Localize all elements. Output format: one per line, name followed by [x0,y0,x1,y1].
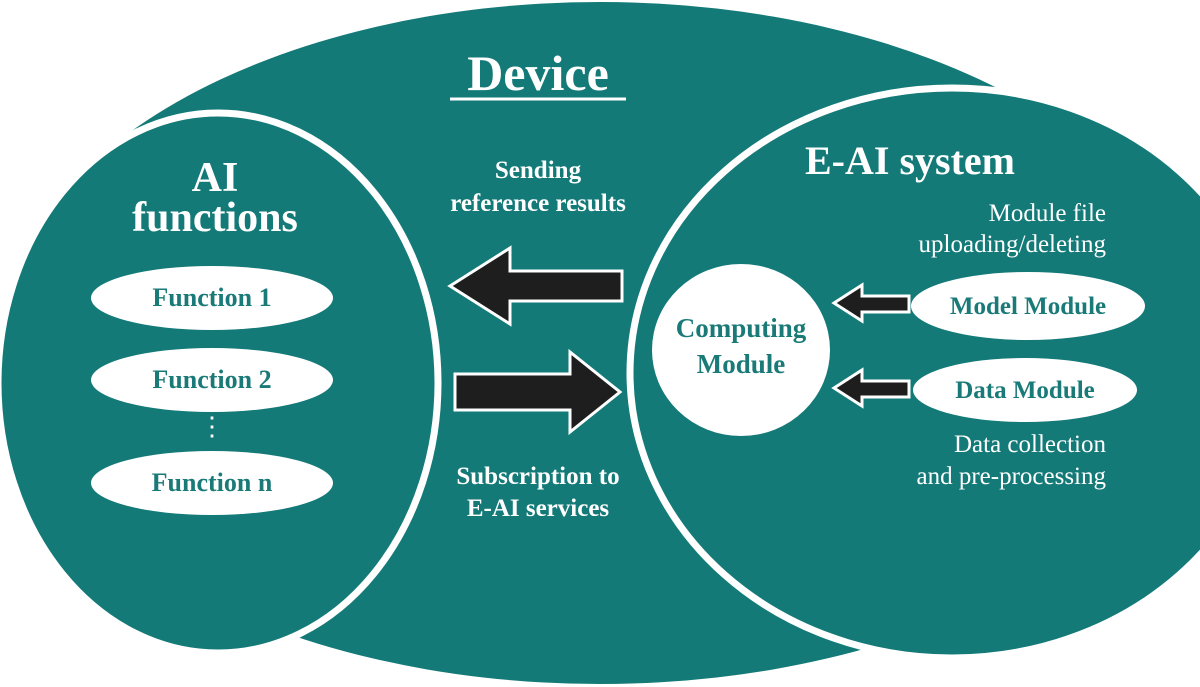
function-1-label: Function 1 [152,283,272,312]
left-arrow-icon [447,245,624,327]
model-module-pill [911,272,1145,340]
function-n-pill [91,451,333,515]
eai-system-title: E-AI system [805,138,1015,183]
computing-module-label-line1: Computing [675,313,807,343]
model-module-label: Model Module [949,293,1107,320]
function-n-label: Function n [151,468,273,497]
function-ellipsis: ⋮ [199,412,225,441]
eai-system-circle [626,84,1200,662]
function-2-label: Function 2 [152,365,272,394]
data-module-label: Data Module [955,377,1095,404]
upload-note-line2: uploading/deleting [918,231,1106,258]
sending-label-line2: reference results [450,190,626,217]
upload-note-line1: Module file [988,200,1106,227]
model-arrow-icon [831,282,911,324]
data-note-line1: Data collection [953,431,1106,458]
data-module-pill [913,358,1137,422]
function-2-pill [91,348,333,412]
right-arrow-icon [453,348,623,436]
ai-functions-title-line2: functions [132,195,298,241]
function-1-pill [91,266,333,330]
computing-module-circle [652,264,830,436]
subscription-label-line1: Subscription to [456,463,620,490]
device-title: Device [467,45,609,101]
ai-functions-title-line1: AI [191,155,239,201]
sending-label-line1: Sending [494,157,582,184]
subscription-label-line2: E-AI services [466,495,610,522]
data-arrow-icon [831,367,911,409]
computing-module-label-line2: Module [696,349,786,379]
data-note-line2: and pre-processing [916,463,1106,490]
